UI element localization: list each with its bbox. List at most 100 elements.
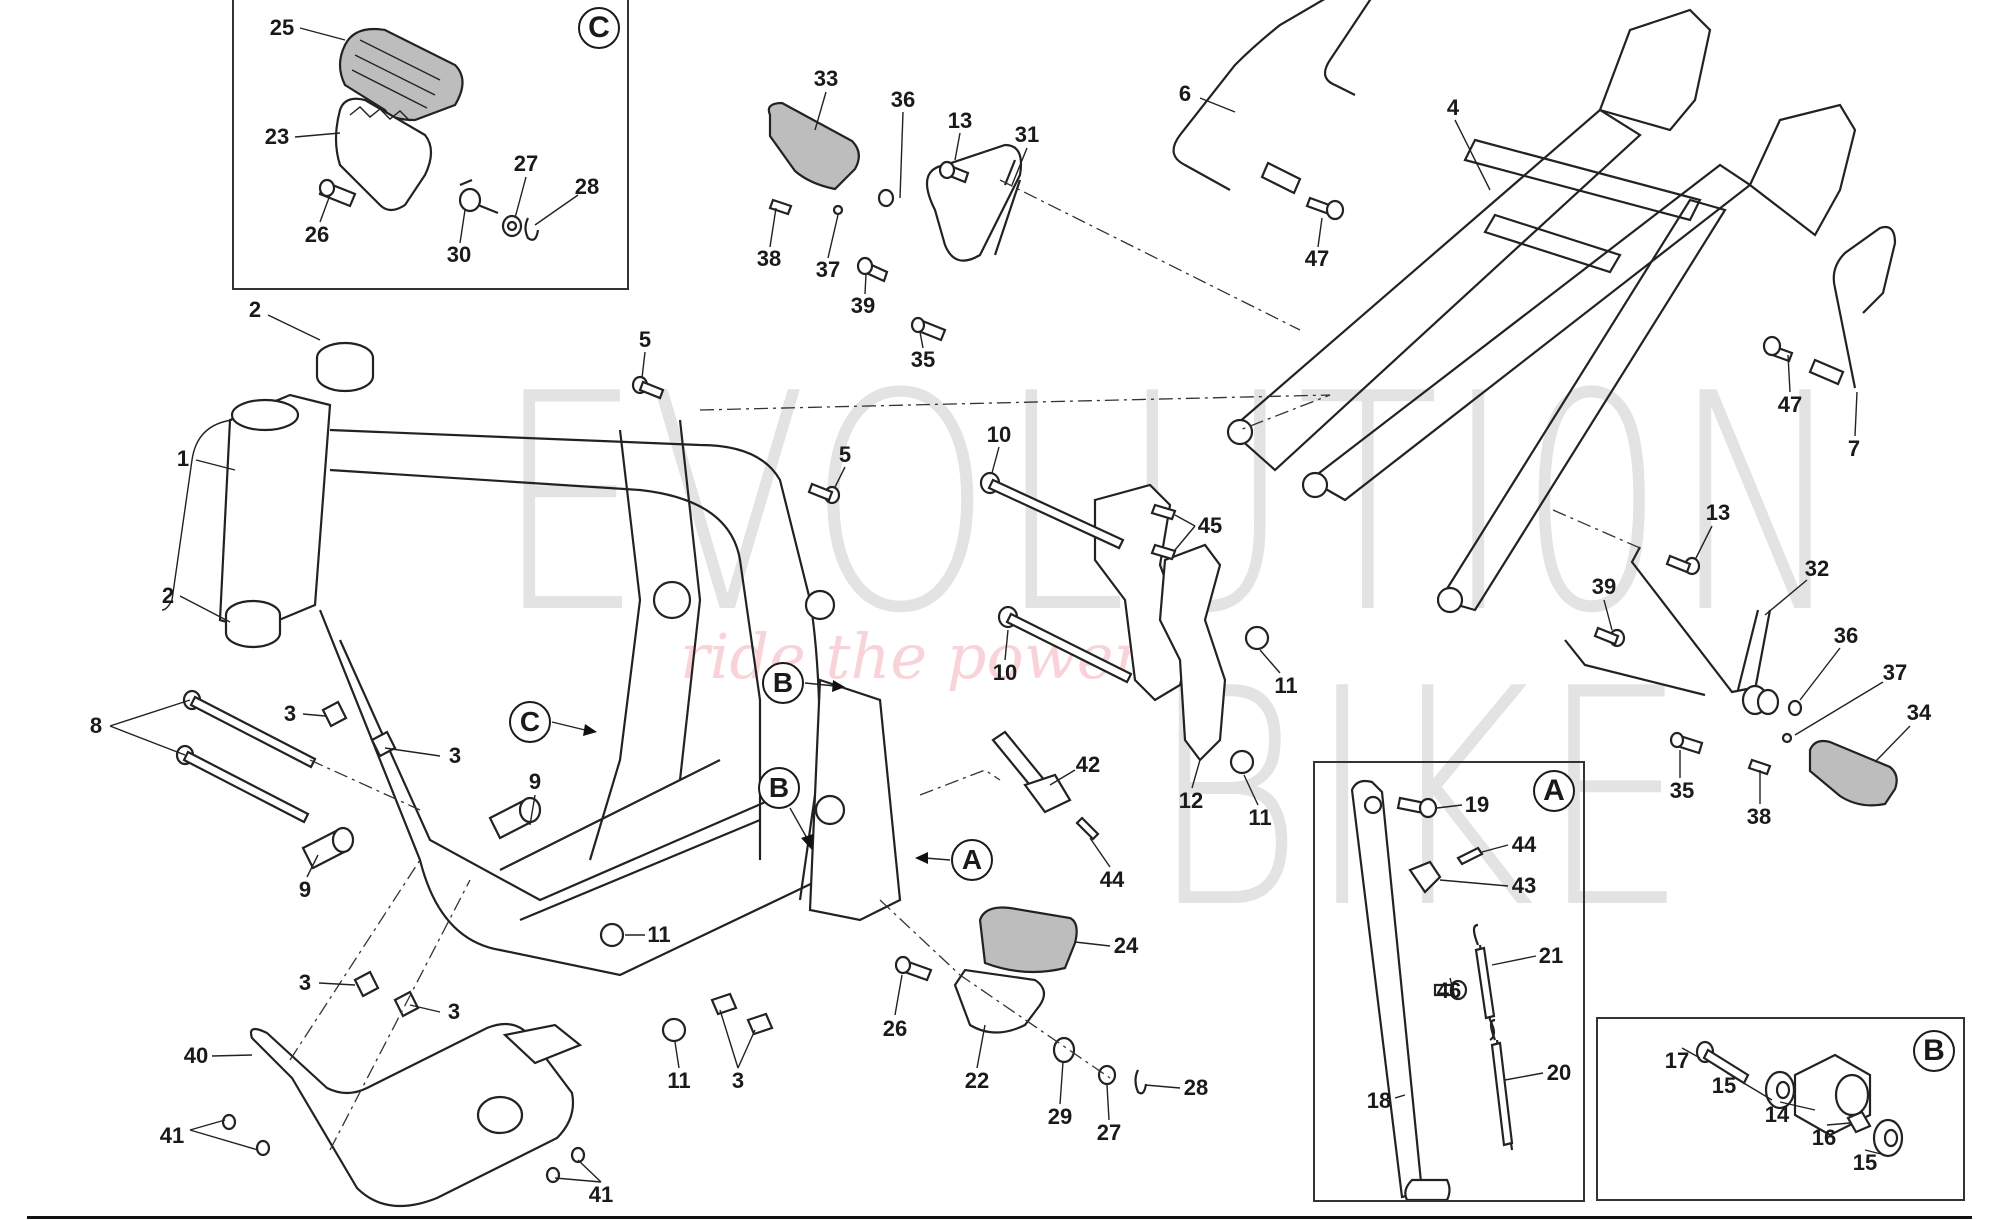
washer-36-top (877, 188, 895, 208)
part-label: 33 (813, 66, 839, 91)
clip-3-f (746, 1012, 774, 1036)
part-label: 10 (992, 660, 1018, 685)
bracket-31 (925, 143, 1023, 262)
bolt-19 (1396, 796, 1438, 819)
assembly-line-skid-plate (289, 859, 471, 1151)
part-label: 42 (1075, 752, 1101, 777)
callout-arrows (551, 680, 951, 864)
part-label: 47 (1304, 246, 1330, 271)
bushing-15-right (1872, 1118, 1904, 1158)
spring-21 (1472, 923, 1496, 1041)
part-label: 4 (1446, 95, 1460, 120)
ball-37-top (832, 204, 844, 216)
part-label: 40 (183, 1043, 209, 1068)
bolt-45 (1150, 503, 1177, 561)
part-label: 44 (1099, 867, 1125, 892)
part-label: 17 (1664, 1048, 1690, 1073)
part-label: 11 (1248, 805, 1272, 830)
part-label: 24 (1113, 933, 1139, 958)
footrest-rubber-24 (978, 906, 1078, 974)
clip-28-main (1134, 1069, 1148, 1095)
part-label: 10 (986, 422, 1012, 447)
assembly-line-engine-bolt (309, 759, 421, 811)
clip-3-e (710, 992, 738, 1016)
main-frame-1 (218, 393, 902, 977)
pin-35-top (910, 316, 947, 342)
bearing-2-bottom (224, 599, 282, 649)
bearing-2-top (315, 341, 375, 393)
clip-3-b (370, 730, 397, 758)
callout-b-lower: B (758, 767, 800, 809)
part-label: 35 (1669, 778, 1695, 803)
part-label: 32 (1804, 556, 1830, 581)
leader-lines (109, 27, 1911, 1183)
part-label: 11 (647, 922, 671, 947)
part-label: 18 (1366, 1088, 1392, 1113)
clip-3-a (321, 700, 348, 728)
washer-27 (501, 214, 523, 238)
nut-11-a (1244, 625, 1270, 651)
pin-26 (318, 178, 357, 208)
bolt-8-lower (175, 744, 310, 824)
footrest-bracket-32 (1564, 546, 1780, 716)
bushing-14 (1793, 1053, 1872, 1137)
side-stand-18 (1350, 779, 1451, 1202)
part-label: 3 (283, 701, 297, 726)
part-label: 26 (304, 222, 330, 247)
bushing-15-left (1764, 1070, 1796, 1110)
part-label: 11 (1274, 673, 1298, 698)
bottom-rule (27, 1216, 1972, 1219)
part-label: 36 (890, 87, 916, 112)
part-label: 2 (161, 583, 175, 608)
assembly-line-subframe-upper (699, 394, 1331, 431)
bolt-13-right (1665, 554, 1701, 576)
spring-30 (458, 178, 499, 215)
spring-29 (1052, 1036, 1076, 1064)
bushing-16 (1846, 1110, 1872, 1134)
screw-41-bottom-a (545, 1166, 561, 1184)
part-label: 38 (1746, 804, 1772, 829)
part-label: 27 (513, 151, 539, 176)
part-label: 41 (159, 1123, 185, 1148)
bolt-8-upper (182, 689, 317, 769)
part-label: 30 (446, 242, 472, 267)
part-label: 39 (850, 293, 876, 318)
footrest-22 (953, 968, 1046, 1034)
stopper-43 (1408, 860, 1442, 894)
part-label: 15 (1711, 1073, 1737, 1098)
part-label: 25 (269, 15, 295, 40)
detail-box-c (232, 0, 629, 290)
part-label: 8 (89, 713, 103, 738)
part-label: 13 (1705, 500, 1731, 525)
detail-box-a (1313, 761, 1585, 1202)
footrest-rubber-33 (767, 101, 860, 191)
footrest-rubber-25 (338, 27, 464, 122)
bolt-13-top (938, 160, 970, 184)
screw-41-left-b (255, 1139, 271, 1157)
part-label: 3 (448, 743, 462, 768)
part-label: 37 (815, 257, 841, 282)
pin-35-right (1669, 731, 1704, 755)
clip-3-d (393, 990, 420, 1018)
detail-box-b-tag: B (1913, 1030, 1955, 1072)
washer-27-main (1097, 1064, 1117, 1086)
bolt-39-right (1593, 626, 1626, 648)
assembly-line-bracket (999, 179, 1301, 331)
part-label: 22 (964, 1068, 990, 1093)
part-label: 1 (176, 446, 190, 471)
part-label: 47 (1777, 392, 1803, 417)
part-label: 41 (588, 1182, 614, 1207)
part-label: 39 (1591, 574, 1617, 599)
spring-38-top (768, 198, 793, 216)
part-label: 9 (528, 769, 542, 794)
ball-37-right (1781, 732, 1793, 744)
part-label: 15 (1852, 1150, 1878, 1175)
clip-3-c (353, 970, 380, 998)
spacer-9-left (301, 826, 355, 870)
part-label: 37 (1882, 660, 1908, 685)
footrest-rubber-34 (1808, 739, 1898, 807)
part-label: 9 (298, 877, 312, 902)
part-label: 13 (947, 108, 973, 133)
part-label: 3 (731, 1068, 745, 1093)
